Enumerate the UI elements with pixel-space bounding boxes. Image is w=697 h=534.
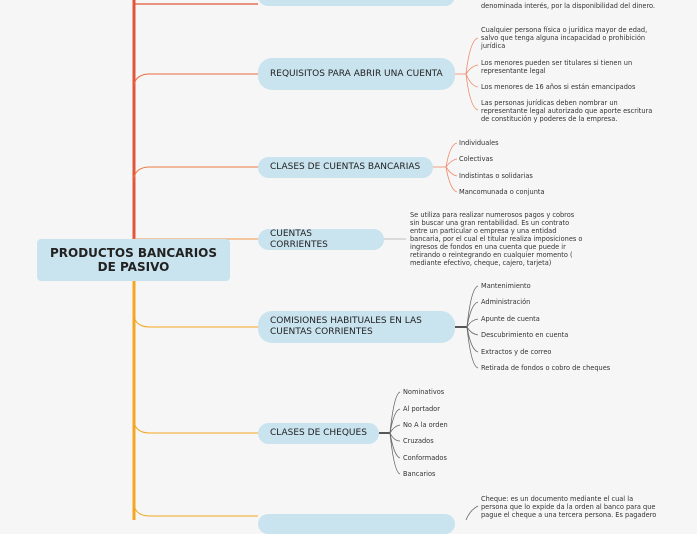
clases-cuentas-item: Colectivas: [459, 155, 493, 163]
requisitos-item: Las personas jurídicas deben nombrar un …: [481, 99, 653, 123]
requisitos-fan: [455, 37, 479, 111]
requisitos-item: Cualquier persona física o jurídica mayo…: [481, 26, 648, 50]
clases-cheques-item: Conformados: [403, 454, 447, 462]
comisiones-item: Administración: [481, 298, 531, 306]
bottom-node-partial[interactable]: [258, 514, 455, 534]
comisiones-item: Descubrimiento en cuenta: [481, 331, 569, 339]
clases-cuentas-item: Individuales: [459, 139, 499, 147]
comisiones-item: Apunte de cuenta: [481, 315, 540, 323]
branch-clases-cuentas: [133, 166, 258, 179]
node-clases-cheques[interactable]: CLASES DE CHEQUES: [258, 423, 379, 444]
comisiones-fan: [455, 285, 479, 369]
comisiones-item: Retirada de fondos o cobro de cheques: [481, 364, 611, 372]
root-node[interactable]: PRODUCTOS BANCARIOS DE PASIVO: [37, 239, 230, 281]
clases-cheques-item: No A la orden: [403, 421, 448, 429]
node-clases-cuentas[interactable]: CLASES DE CUENTAS BANCARIAS: [258, 157, 433, 178]
comisiones-item: Extractos y de correo: [481, 348, 552, 356]
clases-cheques-item: Cruzados: [403, 437, 434, 445]
node-requisitos[interactable]: REQUISITOS PARA ABRIR UNA CUENTA: [258, 58, 455, 90]
requisitos-item: Los menores pueden ser titulares si tien…: [481, 59, 633, 75]
clases-cheques-item: Bancarios: [403, 470, 436, 478]
cheque-description: Cheque: es un documento mediante el cual…: [481, 495, 657, 519]
clases-cheques-item: Nominativos: [403, 388, 445, 396]
node-comisiones[interactable]: COMISIONES HABITUALES EN LAS CUENTAS COR…: [258, 311, 455, 343]
branch-comisiones: [133, 315, 258, 328]
node-cuentas-corrientes[interactable]: CUENTAS CORRIENTES: [258, 229, 384, 250]
branch-requisitos: [133, 73, 258, 86]
clases-cuentas-fan: [433, 142, 458, 193]
clases-cheques-item: Al portador: [403, 405, 440, 413]
branch-clases-cheques: [133, 421, 258, 434]
clases-cuentas-item: Indistintas o solidarias: [459, 172, 533, 180]
top-node-partial[interactable]: [258, 0, 455, 6]
requisitos-item: Los menores de 16 años si están emancipa…: [481, 83, 636, 91]
clases-cuentas-item: Mancomunada o conjunta: [459, 188, 545, 196]
comisiones-item: Mantenimiento: [481, 282, 531, 290]
top-text-fragment: denominada interés, por la disponibilida…: [481, 2, 656, 10]
cuentas-corrientes-description: Se utiliza para realizar numerosos pagos…: [410, 211, 583, 267]
clases-cheques-fan: [379, 391, 401, 475]
